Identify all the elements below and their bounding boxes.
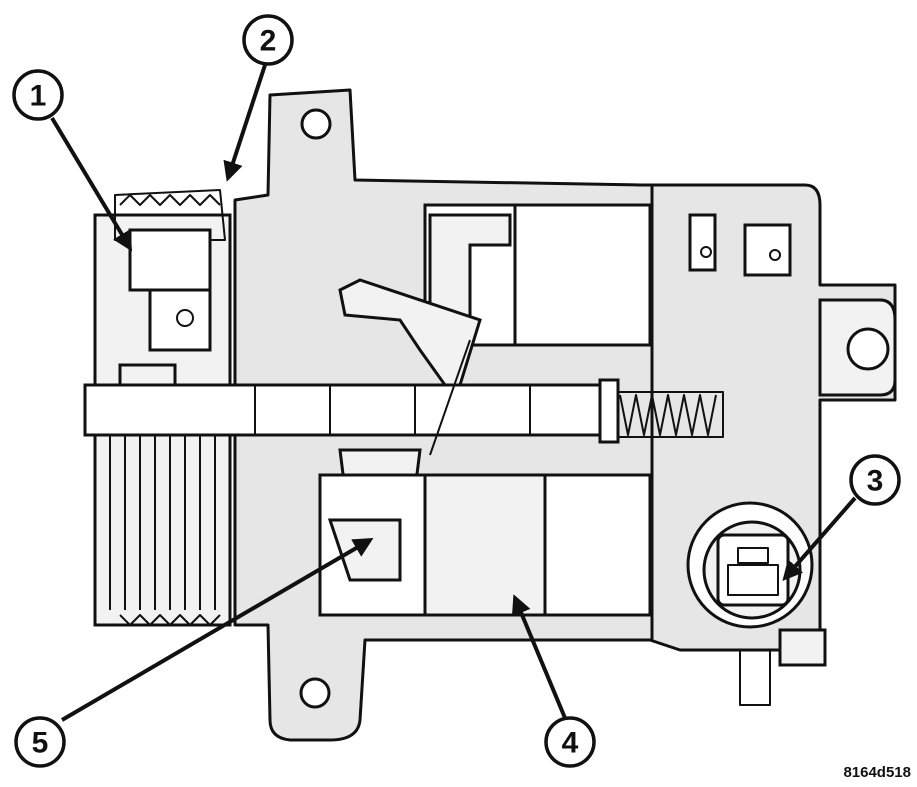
callout-2-label: 2 [260, 25, 277, 58]
leader-4 [511, 594, 567, 719]
leader-3 [782, 496, 857, 582]
callout-5-label: 5 [32, 727, 49, 760]
callout-4: 4 [544, 716, 596, 768]
callout-4-label: 4 [562, 727, 579, 760]
callout-3-label: 3 [867, 465, 884, 498]
callout-1-label: 1 [30, 80, 47, 113]
callout-1: 1 [12, 69, 64, 121]
leader-1 [50, 116, 133, 252]
leader-lines [50, 64, 857, 722]
shaft [83, 378, 724, 444]
callout-3: 3 [849, 454, 901, 506]
leader-2 [223, 64, 267, 182]
pressure-sensor [686, 501, 827, 706]
leader-5 [60, 537, 374, 722]
figure-id: 8164d518 [843, 764, 911, 781]
callout-2: 2 [242, 14, 294, 66]
callout-5: 5 [14, 716, 66, 768]
lower-chamber [318, 473, 652, 617]
